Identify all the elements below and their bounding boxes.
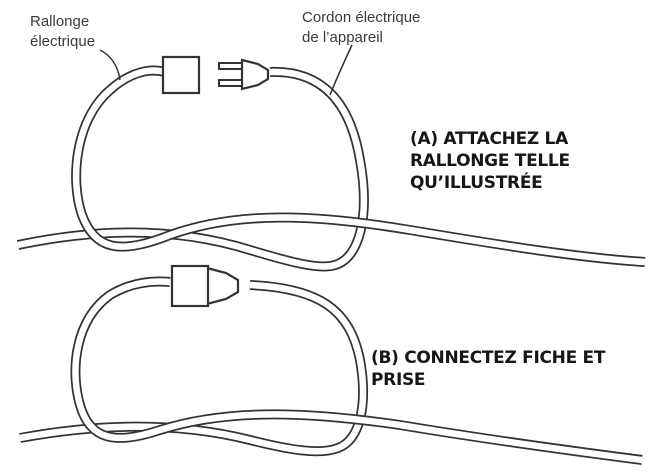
appliance-cord-a (71, 65, 646, 267)
connected-plug-b (170, 264, 240, 308)
extension-cord-label-line2: électrique (30, 33, 96, 50)
step-a-caption: (A) ATTACHEZ LA RALLONGE TELLE QU’ILLUST… (410, 128, 570, 194)
appliance-cord-label-line1: Cordon électrique (302, 9, 421, 26)
extension-cord-b (19, 280, 369, 457)
extension-cord-a (16, 66, 369, 272)
figure-a (16, 44, 646, 272)
appliance-cord-label-line2: de l’appareil (302, 29, 383, 46)
appliance-plug-a (218, 58, 270, 91)
extension-cord-label: Rallonge électrique (30, 12, 95, 52)
leader-extension-cord (99, 49, 121, 81)
step-a-line: QU’ILLUSTRÉE (410, 173, 543, 193)
step-b-line: (B) CONNECTEZ FICHE ET (371, 348, 606, 368)
step-a-line: RALLONGE TELLE (410, 151, 570, 171)
step-b-caption: (B) CONNECTEZ FICHE ET PRISE (371, 347, 605, 391)
step-b-line: PRISE (371, 370, 426, 390)
leader-appliance-cord (329, 44, 353, 96)
extension-cord-label-line1: Rallonge (30, 13, 90, 30)
appliance-cord-b (70, 276, 643, 465)
extension-socket-a (161, 55, 201, 95)
step-a-line: (A) ATTACHEZ LA (410, 129, 568, 149)
figure-b (19, 264, 643, 465)
appliance-cord-label: Cordon électrique de l’appareil (302, 8, 420, 48)
